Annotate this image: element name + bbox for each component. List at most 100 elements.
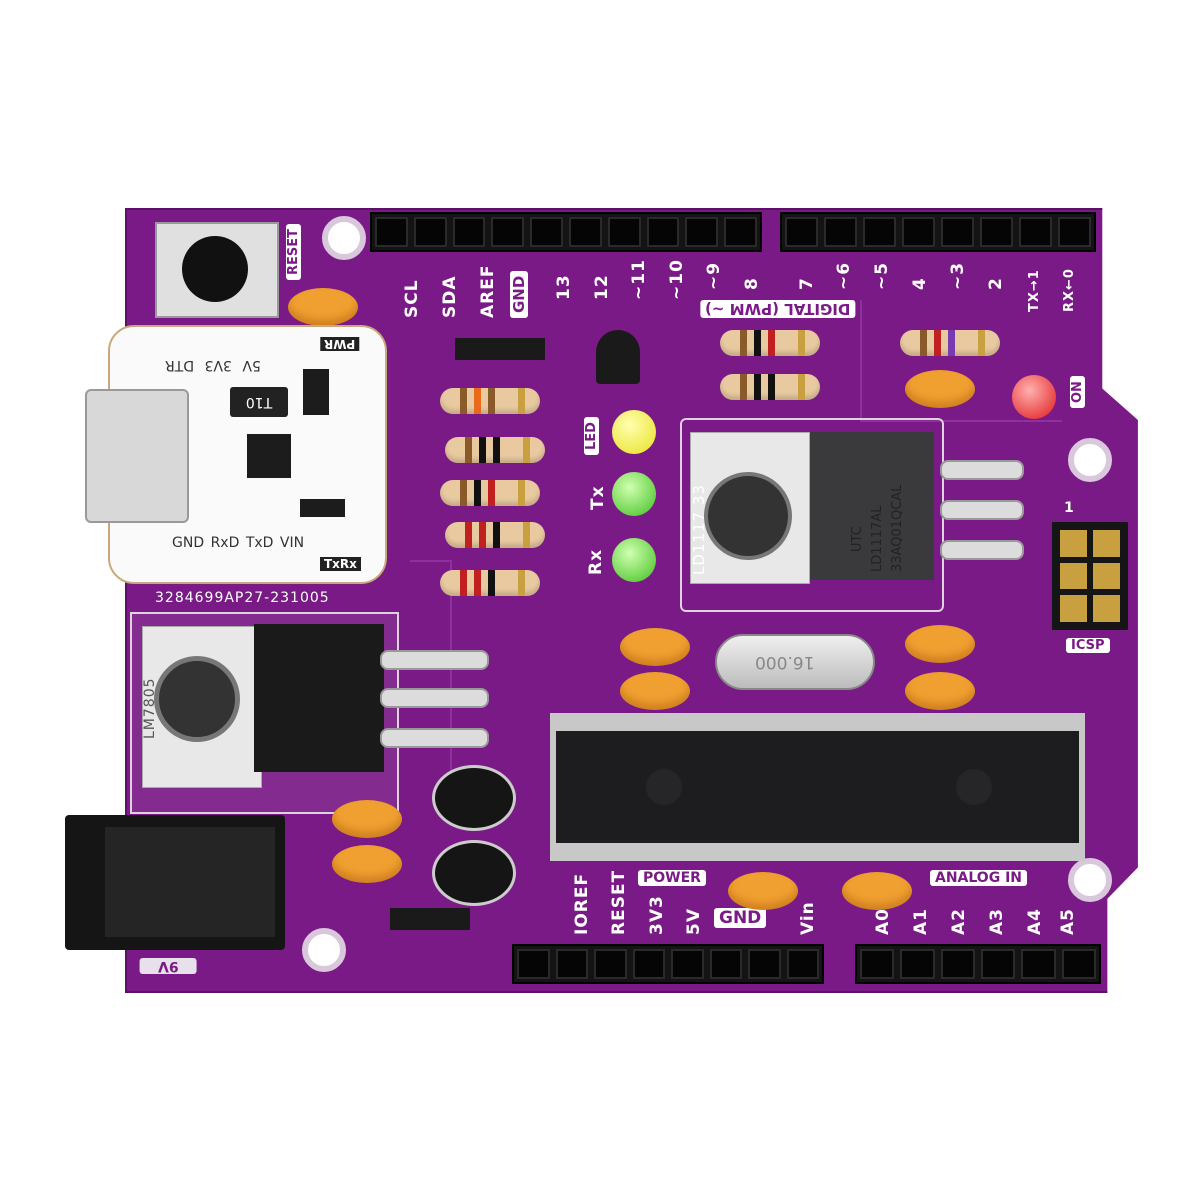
pin-label: 5V <box>684 908 704 935</box>
usb-c-connector[interactable] <box>85 389 189 523</box>
serial-number: 3284699AP27-231005 <box>155 590 330 606</box>
screw <box>704 472 792 560</box>
regulator-lead <box>940 460 1024 480</box>
led-rx-green <box>612 538 656 582</box>
led-label: LED <box>584 417 599 455</box>
txrx-label: TxRx <box>320 557 361 571</box>
resistor <box>410 522 580 548</box>
digital-header-low[interactable] <box>780 212 1096 252</box>
regulator-33v: UTC LD1117AL 33AQ01QCAL LD1117 33 <box>680 418 944 612</box>
pin-label: A1 <box>911 908 931 935</box>
pin-label: RESET <box>609 869 629 935</box>
rx-label: Rx <box>586 548 606 575</box>
trace <box>410 560 452 802</box>
pwr-label: PWR <box>320 337 360 351</box>
regulator-5v: LM7805 <box>130 612 399 814</box>
pin-label: ~10 <box>667 259 687 300</box>
transistor <box>596 330 640 384</box>
microcontroller-chip <box>556 731 1079 843</box>
usb-serial-module: T10 5V 3V3 DTR GND RxD TxD VIN PWR TxRx <box>85 325 387 584</box>
ic-chip <box>247 434 291 478</box>
analog-in-label: ANALOG IN <box>930 870 1028 886</box>
reset-button[interactable] <box>155 222 279 318</box>
on-label: ON <box>1070 376 1085 408</box>
ceramic-capacitor <box>620 672 690 710</box>
power-label: POWER <box>638 870 706 886</box>
regulator-body: UTC LD1117AL 33AQ01QCAL <box>810 432 934 580</box>
pin-label: ~3 <box>948 261 968 290</box>
mounting-hole <box>302 928 346 972</box>
mounting-hole <box>1068 858 1112 902</box>
resistor <box>405 480 575 506</box>
pin-label: AREF <box>478 264 498 318</box>
pin-label: 7 <box>797 277 817 290</box>
regulator-lead <box>380 688 489 708</box>
crystal-oscillator: 16.000 <box>715 634 875 690</box>
ceramic-capacitor <box>905 370 975 408</box>
regulator-lead <box>380 650 489 670</box>
diode <box>303 369 329 415</box>
electrolytic-capacitor <box>432 765 516 831</box>
power-header[interactable] <box>512 944 824 984</box>
digital-header-high[interactable] <box>370 212 762 252</box>
pin-label: 4 <box>910 277 930 290</box>
icsp-pin1: 1 <box>1064 500 1075 516</box>
icsp-header[interactable] <box>1052 522 1128 630</box>
pin-label: ~11 <box>629 259 649 300</box>
resistor <box>405 570 575 596</box>
led-yellow <box>612 410 656 454</box>
pin-label: SDA <box>440 275 460 318</box>
diode <box>455 338 545 360</box>
module-top-pins: 5V 3V3 DTR <box>165 357 261 373</box>
pin-label: RX←0 <box>1062 268 1077 312</box>
jack-voltage-label: 9V <box>140 958 197 974</box>
screw <box>154 656 240 742</box>
module-bottom-pins: GND RxD TxD VIN <box>172 535 305 551</box>
resistor <box>405 388 575 414</box>
resistor <box>685 330 855 356</box>
ceramic-capacitor <box>288 288 358 326</box>
led-tx-green <box>612 472 656 516</box>
ceramic-capacitor <box>905 672 975 710</box>
regulator-lead <box>940 540 1024 560</box>
digital-pwm-label: DIGITAL (PWM ~) <box>700 300 856 318</box>
diode <box>390 908 470 930</box>
pin-label: ~9 <box>704 261 724 290</box>
ceramic-capacitor <box>620 628 690 666</box>
pin-label: A2 <box>949 908 969 935</box>
transistor <box>300 499 345 517</box>
mounting-hole <box>322 216 366 260</box>
pin-label: 3V3 <box>647 895 667 935</box>
trace <box>860 300 1062 422</box>
pin-label: 2 <box>986 277 1006 290</box>
regulator-body <box>254 624 384 772</box>
pin-label: A4 <box>1025 908 1045 935</box>
ceramic-capacitor <box>842 872 912 910</box>
pin-label: ~5 <box>872 261 892 290</box>
pin-label: 8 <box>742 277 762 290</box>
resistor <box>865 330 1035 356</box>
ceramic-capacitor <box>728 872 798 910</box>
pin-label: A3 <box>987 908 1007 935</box>
regulator-lead <box>940 500 1024 520</box>
pin-label: ~6 <box>834 261 854 290</box>
ceramic-capacitor <box>332 800 402 838</box>
pin-label: A5 <box>1058 908 1078 935</box>
pin-label: A0 <box>873 908 893 935</box>
pin-label-gnd: GND <box>714 908 767 928</box>
led-on-red <box>1012 375 1056 419</box>
dc-barrel-jack[interactable] <box>65 815 285 950</box>
pin-label: TX→1 <box>1027 269 1042 312</box>
icsp-label: ICSP <box>1066 638 1110 653</box>
ceramic-capacitor <box>332 845 402 883</box>
pin-label: 13 <box>554 274 574 300</box>
pin-label-gnd: GND <box>510 270 528 318</box>
resistor <box>685 374 855 400</box>
reset-label: RESET <box>286 223 301 280</box>
mounting-hole <box>1068 438 1112 482</box>
resistor <box>410 437 580 463</box>
pin-label: 12 <box>592 274 612 300</box>
ceramic-capacitor <box>905 625 975 663</box>
electrolytic-capacitor <box>432 840 516 906</box>
analog-header[interactable] <box>855 944 1101 984</box>
